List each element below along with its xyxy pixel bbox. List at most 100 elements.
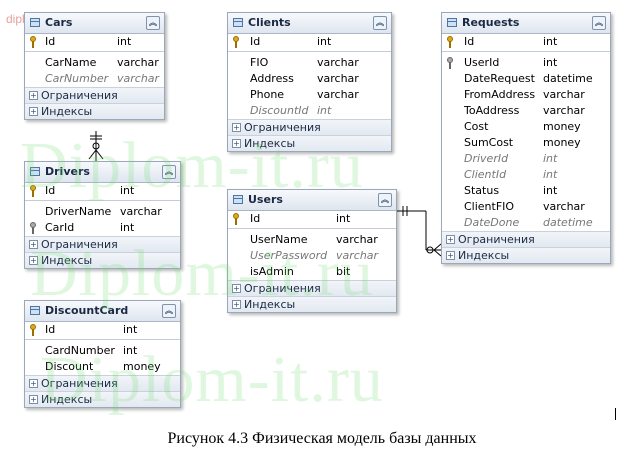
pk-row[interactable]: Id int	[228, 211, 396, 229]
expand-icon[interactable]: +	[29, 379, 38, 388]
column-row[interactable]: CardNumber int	[25, 343, 180, 359]
entity-header[interactable]: Cars ︽	[25, 13, 164, 34]
column-name: Id	[45, 35, 56, 48]
expand-icon[interactable]: +	[232, 284, 241, 293]
column-row[interactable]: ClientId int	[442, 167, 610, 183]
column-name: SumCost	[464, 136, 514, 149]
column-type: money	[123, 360, 161, 373]
pk-row[interactable]: Id int	[442, 34, 610, 52]
section-indexes[interactable]: + Индексы	[228, 135, 391, 151]
column-row[interactable]: Status int	[442, 183, 610, 199]
entity-clients[interactable]: Clients ︽ Id int FIO varchar Address var…	[227, 12, 392, 152]
collapse-icon[interactable]: ︽	[162, 165, 176, 179]
column-name: ToAddress	[464, 104, 520, 117]
column-row[interactable]: ToAddress varchar	[442, 103, 610, 119]
column-row[interactable]: isAdmin bit	[228, 264, 396, 280]
section-constraints[interactable]: + Ограничения	[25, 375, 180, 391]
column-row[interactable]: ClientFIO varchar	[442, 199, 610, 215]
column-row[interactable]: Discount money	[25, 359, 180, 375]
column-type: varchar	[317, 88, 359, 101]
column-type: int	[543, 56, 558, 69]
entity-header[interactable]: Users ︽	[228, 190, 396, 211]
section-indexes[interactable]: + Индексы	[25, 252, 180, 268]
column-row[interactable]: FIO varchar	[228, 55, 391, 71]
pk-row[interactable]: Id int	[25, 34, 164, 52]
entity-header[interactable]: Requests ︽	[442, 13, 610, 34]
column-name: CardNumber	[45, 344, 115, 357]
section-constraints[interactable]: + Ограничения	[25, 87, 164, 103]
column-row[interactable]: DriverId int	[442, 151, 610, 167]
column-name: UserPassword	[250, 249, 328, 262]
section-label: Ограничения	[41, 89, 118, 102]
column-row[interactable]: DateDone datetime	[442, 215, 610, 231]
column-row[interactable]: Phone varchar	[228, 87, 391, 103]
column-type: varchar	[543, 88, 585, 101]
entity-title: Cars	[45, 16, 73, 29]
expand-icon[interactable]: +	[232, 123, 241, 132]
section-label: Индексы	[458, 249, 510, 262]
column-name: ClientId	[464, 168, 507, 181]
section-label: Ограничения	[244, 282, 321, 295]
pk-row[interactable]: Id int	[228, 34, 391, 52]
column-row[interactable]: CarNumber varchar	[25, 71, 164, 87]
entity-users[interactable]: Users ︽ Id int UserName varchar UserPass…	[227, 189, 397, 313]
column-type: varchar	[317, 72, 359, 85]
entity-requests[interactable]: Requests ︽ Id int UserId int DateRequest…	[441, 12, 611, 264]
collapse-icon[interactable]: ︽	[146, 16, 160, 30]
column-type: int	[543, 35, 558, 48]
collapse-icon[interactable]: ︽	[373, 16, 387, 30]
pk-row[interactable]: Id int	[25, 183, 180, 201]
column-row[interactable]: SumCost money	[442, 135, 610, 151]
column-row[interactable]: UserName varchar	[228, 232, 396, 248]
column-row[interactable]: FromAddress varchar	[442, 87, 610, 103]
section-constraints[interactable]: + Ограничения	[228, 119, 391, 135]
expand-icon[interactable]: +	[29, 395, 38, 404]
entity-drivers[interactable]: Drivers ︽ Id int DriverName varchar CarI…	[24, 161, 181, 269]
column-row[interactable]: DiscountId int	[228, 103, 391, 119]
column-name: Id	[464, 35, 475, 48]
column-type: varchar	[120, 205, 162, 218]
section-indexes[interactable]: + Индексы	[228, 296, 396, 312]
collapse-icon[interactable]: ︽	[592, 16, 606, 30]
column-type: varchar	[543, 200, 585, 213]
expand-icon[interactable]: +	[446, 251, 455, 260]
collapse-icon[interactable]: ︽	[378, 193, 392, 207]
column-row[interactable]: UserId int	[442, 55, 610, 71]
expand-icon[interactable]: +	[232, 139, 241, 148]
expand-icon[interactable]: +	[29, 91, 38, 100]
section-indexes[interactable]: + Индексы	[25, 103, 164, 119]
expand-icon[interactable]: +	[232, 300, 241, 309]
primary-key-icon	[232, 213, 240, 225]
column-row[interactable]: DriverName varchar	[25, 204, 180, 220]
section-indexes[interactable]: + Индексы	[442, 247, 610, 263]
section-indexes[interactable]: + Индексы	[25, 391, 180, 407]
entity-cars[interactable]: Cars ︽ Id int CarName varchar CarNumber …	[24, 12, 165, 120]
table-icon	[30, 167, 40, 176]
section-label: Ограничения	[244, 121, 321, 134]
column-name: UserName	[250, 233, 308, 246]
entity-header[interactable]: Drivers ︽	[25, 162, 180, 183]
entity-header[interactable]: Clients ︽	[228, 13, 391, 34]
section-constraints[interactable]: + Ограничения	[25, 236, 180, 252]
expand-icon[interactable]: +	[29, 240, 38, 249]
expand-icon[interactable]: +	[29, 256, 38, 265]
entity-discountcard[interactable]: DiscountCard ︽ Id int CardNumber int Dis…	[24, 300, 181, 408]
section-constraints[interactable]: + Ограничения	[228, 280, 396, 296]
column-name: FIO	[250, 56, 269, 69]
collapse-icon[interactable]: ︽	[162, 304, 176, 318]
section-constraints[interactable]: + Ограничения	[442, 231, 610, 247]
column-type: int	[543, 184, 558, 197]
expand-icon[interactable]: +	[446, 235, 455, 244]
expand-icon[interactable]: +	[29, 107, 38, 116]
column-row[interactable]: CarName varchar	[25, 55, 164, 71]
column-row[interactable]: CarId int	[25, 220, 180, 236]
pk-row[interactable]: Id int	[25, 322, 180, 340]
column-name: CarName	[45, 56, 97, 69]
column-row[interactable]: Address varchar	[228, 71, 391, 87]
column-row[interactable]: DateRequest datetime	[442, 71, 610, 87]
column-row[interactable]: UserPassword varchar	[228, 248, 396, 264]
entity-header[interactable]: DiscountCard ︽	[25, 301, 180, 322]
column-row[interactable]: Cost money	[442, 119, 610, 135]
section-label: Индексы	[244, 137, 296, 150]
column-name: ClientFIO	[464, 200, 515, 213]
